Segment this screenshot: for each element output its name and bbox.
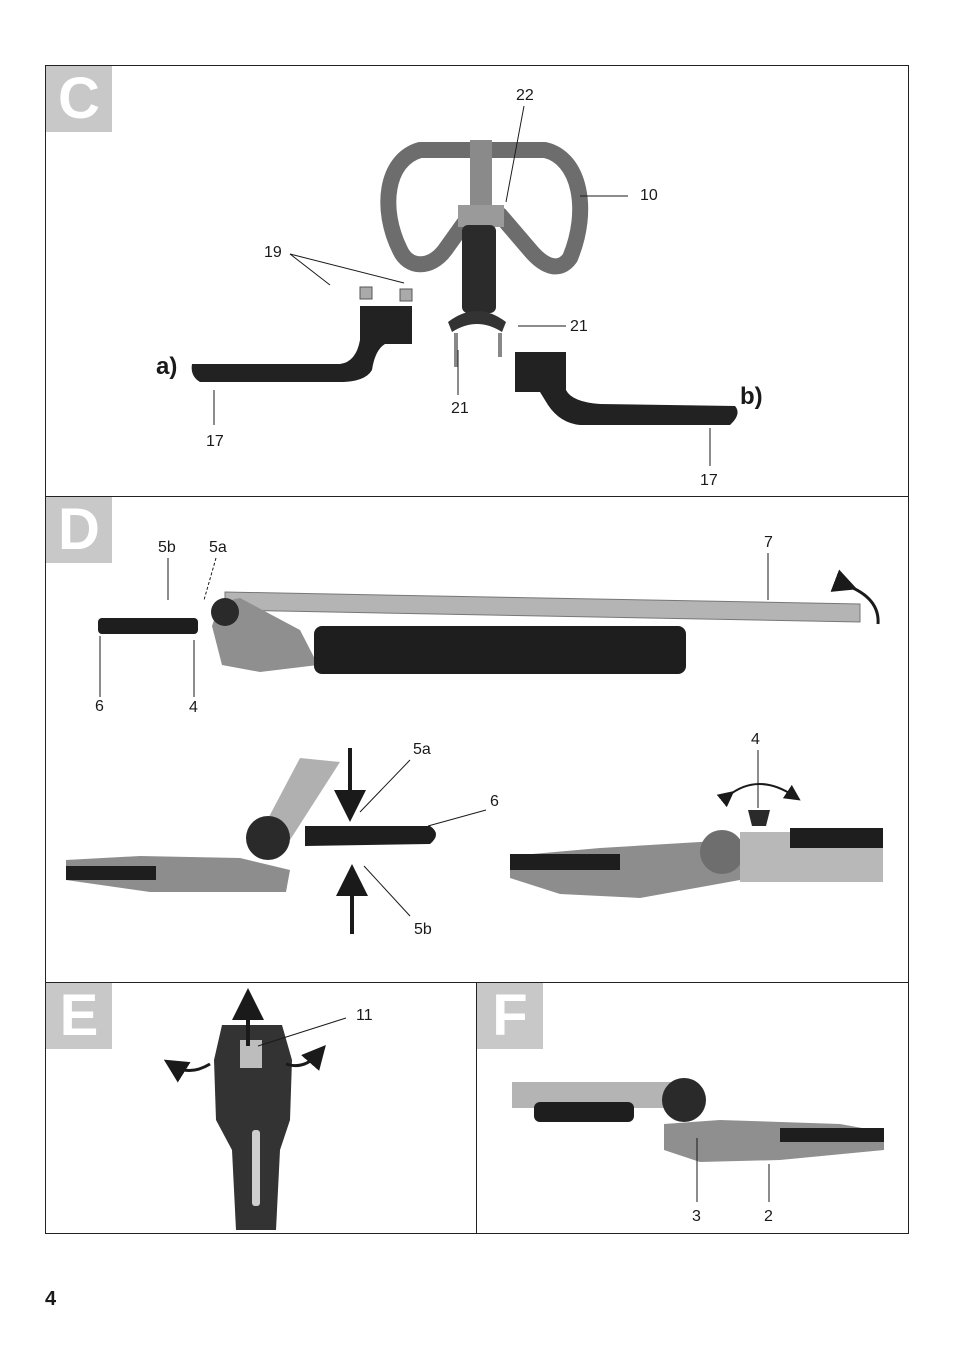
callout-11: 11 [356, 1007, 373, 1024]
page-number: 4 [45, 1288, 57, 1310]
callout-4-bottom: 4 [751, 731, 760, 748]
callout-21-clamp: 21 [570, 318, 588, 335]
callout-6-top: 6 [95, 698, 104, 715]
callout-5a-bottom: 5a [413, 741, 431, 758]
callout-5b-bottom: 5b [414, 921, 432, 938]
joint-release-drawing [66, 748, 436, 934]
callout-21-bolt: 21 [451, 400, 469, 417]
panel-f-badge: F [477, 983, 543, 1049]
callout-3: 3 [692, 1208, 701, 1225]
variant-a-label: a) [156, 353, 178, 380]
callout-10: 10 [640, 187, 658, 204]
callout-17-b: 17 [700, 472, 718, 489]
panel-d-badge: D [46, 497, 112, 563]
gear-head-drawing [512, 1078, 884, 1162]
panel-e-badge: E [46, 983, 112, 1049]
handle-assembly-drawing [191, 140, 738, 425]
callout-2: 2 [764, 1208, 773, 1225]
callout-19: 19 [264, 244, 282, 261]
callout-7: 7 [764, 534, 773, 551]
variant-b-label: b) [740, 383, 763, 410]
panel-c-badge: C [46, 66, 112, 132]
callout-22: 22 [516, 87, 534, 104]
callout-6-bottom: 6 [490, 793, 499, 810]
telescopic-shaft-drawing [98, 569, 880, 674]
callout-17-a: 17 [206, 433, 224, 450]
callout-5b-top: 5b [158, 539, 176, 556]
callout-4-top: 4 [189, 699, 198, 716]
motor-housing-drawing [163, 988, 326, 1230]
joint-knob-drawing [510, 783, 883, 898]
callout-5a-top: 5a [209, 539, 227, 556]
panel-f-frame [476, 982, 909, 1234]
